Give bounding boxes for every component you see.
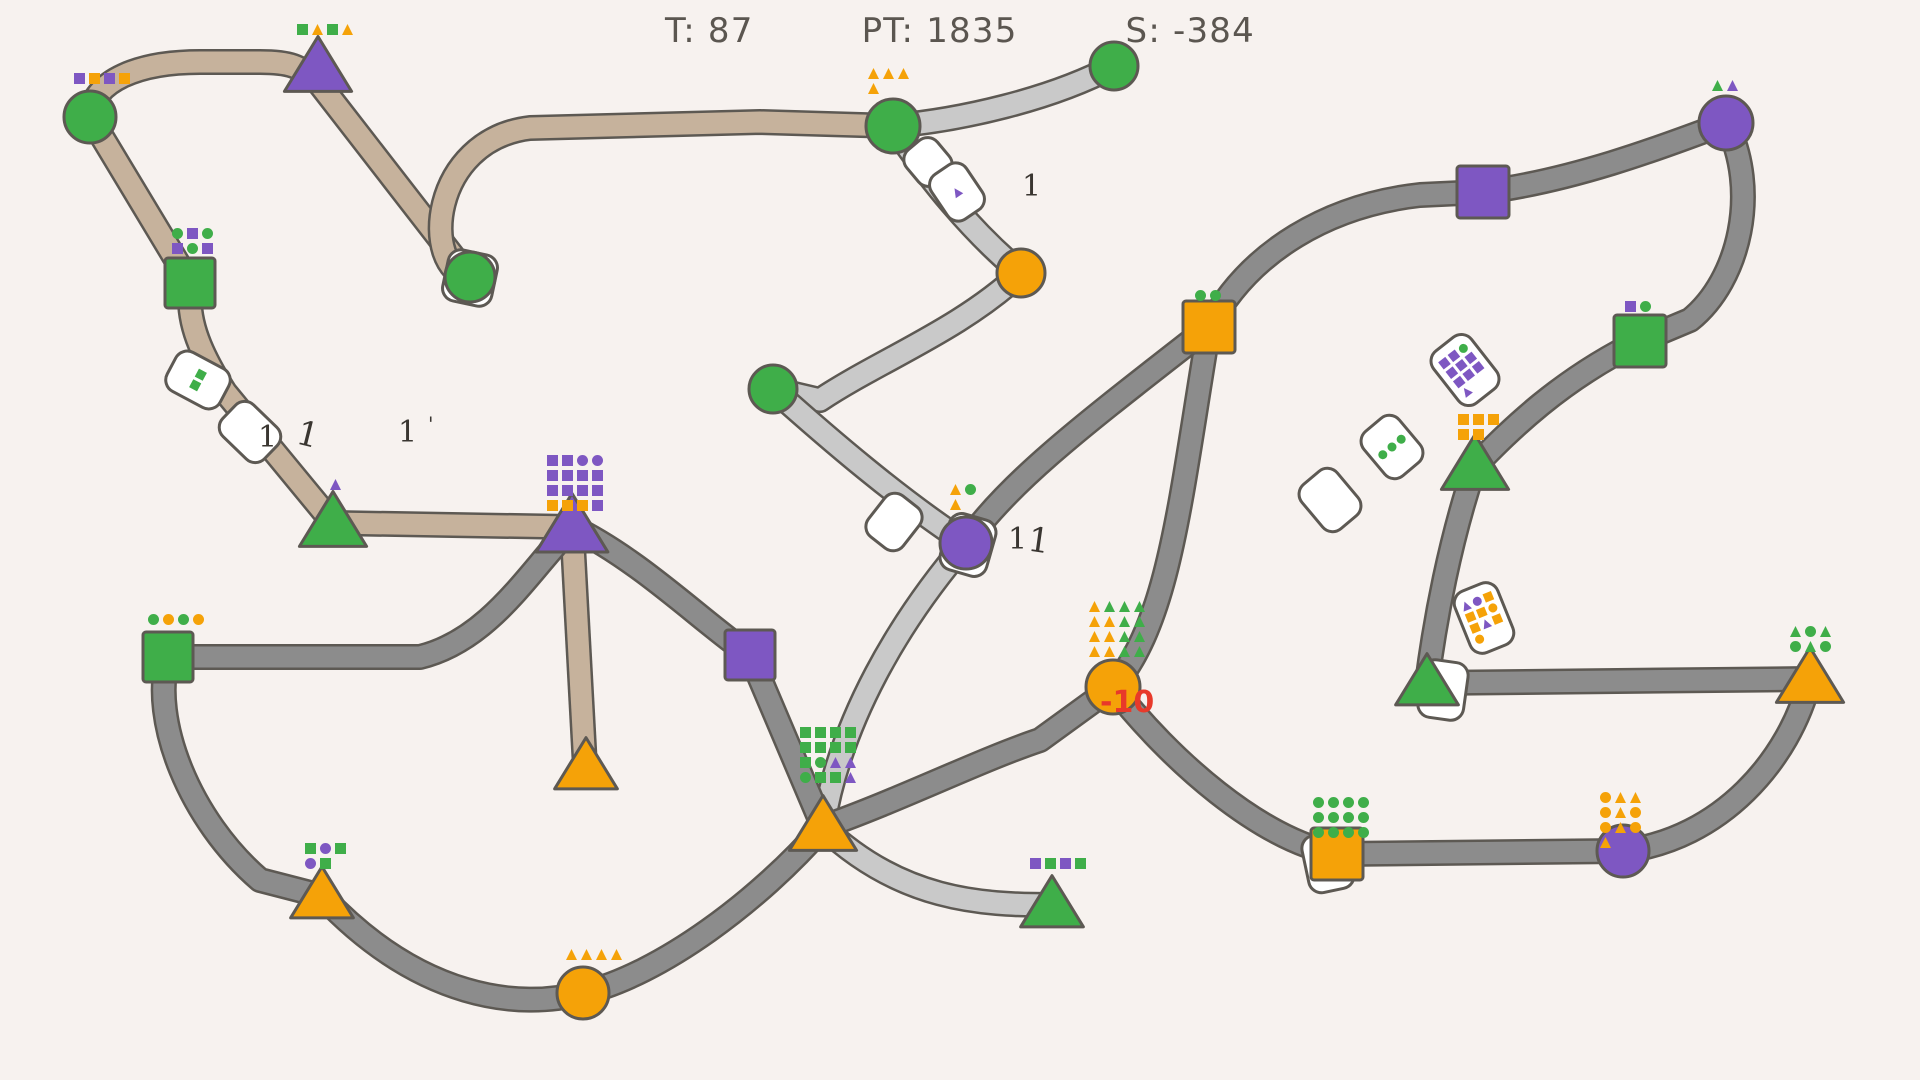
station-green-circle-loop-left[interactable] xyxy=(443,250,497,304)
ghost-glyph-4: ' xyxy=(428,412,434,436)
lg-line-down[interactable] xyxy=(810,534,976,830)
queue-purple-circle-bot-right xyxy=(1600,792,1641,848)
tan-line-spur[interactable] xyxy=(559,526,598,768)
queue-green-square-lower-left xyxy=(148,614,204,625)
tan-line-west[interactable] xyxy=(78,110,344,532)
train-darkgray-tail[interactable] xyxy=(1294,463,1367,537)
ghost-glyph-1: 1 xyxy=(258,420,278,455)
dg-line-right-horizontal[interactable] xyxy=(1426,666,1811,696)
station-green-triangle-mid-left[interactable] xyxy=(297,490,369,548)
queue-green-square-right xyxy=(1625,301,1651,312)
train-darkgray-right-lower[interactable] xyxy=(1450,579,1517,657)
dg-line-top-right[interactable] xyxy=(1481,110,1731,205)
stations-layer[interactable] xyxy=(62,35,1846,1021)
dg-line-east[interactable] xyxy=(818,324,1222,840)
tan-line-south[interactable] xyxy=(332,510,573,540)
ghost-glyph-3: 1 xyxy=(398,415,418,450)
queue-green-square-upper-left xyxy=(172,228,213,254)
queue-orange-square-bot-right xyxy=(1313,797,1369,838)
train-tan-lower[interactable] xyxy=(214,396,286,468)
queue-purple-circle-top-right xyxy=(1712,80,1738,91)
queue-green-triangle-right xyxy=(1458,414,1499,440)
queue-green-triangle-bot-center xyxy=(1030,858,1086,869)
queue-orange-triangle-bot-left xyxy=(305,843,346,869)
dg-line-to-purple-sq[interactable] xyxy=(1197,179,1484,334)
score-penalty-indicator: -10 xyxy=(1100,685,1154,720)
queue-purple-triangle-top-left xyxy=(297,24,353,35)
station-purple-triangle-center[interactable] xyxy=(534,491,610,554)
station-orange-square-mid-right[interactable] xyxy=(1181,299,1237,355)
station-green-circle-far-left[interactable] xyxy=(62,89,118,145)
station-green-triangle-lower-rt[interactable] xyxy=(1394,652,1460,707)
station-orange-triangle-under-pt[interactable] xyxy=(553,736,619,791)
station-orange-square-bot-right[interactable] xyxy=(1309,826,1365,882)
station-orange-triangle-far-rt[interactable] xyxy=(1774,646,1846,704)
dg-line-right-descend[interactable] xyxy=(1465,117,1756,476)
station-green-triangle-bot-center[interactable] xyxy=(1019,874,1085,929)
station-purple-triangle-top-left[interactable] xyxy=(282,35,354,93)
queue-green-circle-far-left xyxy=(74,73,130,84)
train-darkgray-loaded[interactable] xyxy=(1426,329,1504,411)
station-orange-circle-bottom[interactable] xyxy=(555,965,611,1021)
lg-line-top[interactable] xyxy=(891,54,1121,139)
station-green-circle-top-center[interactable] xyxy=(864,97,922,155)
dg-line-left-arm[interactable] xyxy=(168,517,582,670)
train-lightgray-c[interactable] xyxy=(861,488,928,556)
dg-line-purple-int[interactable] xyxy=(955,316,1218,551)
train-tan-upper[interactable] xyxy=(161,346,235,413)
queue-orange-square-mid-right xyxy=(1195,290,1221,301)
queue-orange-circle-bottom xyxy=(566,949,622,960)
train-darkgray-mid[interactable] xyxy=(1356,410,1429,484)
queue-orange-circle-crowded xyxy=(1089,601,1145,657)
train-lightgray-b[interactable] xyxy=(924,158,989,226)
ghost-glyph-5: 1 xyxy=(1008,522,1028,557)
station-green-circle-top-right[interactable] xyxy=(1088,40,1140,92)
station-purple-square-center[interactable] xyxy=(723,628,777,682)
queue-orange-triangle-junction xyxy=(800,727,856,783)
station-purple-circle-top-right[interactable] xyxy=(1697,94,1755,152)
tan-line-main[interactable] xyxy=(77,49,481,286)
station-orange-triangle-bot-left[interactable] xyxy=(289,865,355,920)
station-orange-circle-upper-mid[interactable] xyxy=(995,247,1047,299)
tan-line-loop[interactable] xyxy=(427,109,894,291)
station-orange-triangle-junction[interactable] xyxy=(787,794,859,852)
dg-line-westloop[interactable] xyxy=(150,653,833,1013)
station-purple-circle-interchange[interactable] xyxy=(938,515,994,571)
station-green-triangle-right[interactable] xyxy=(1439,433,1511,491)
lg-line-mid[interactable] xyxy=(770,263,1030,413)
queue-green-triangle-mid-left xyxy=(330,479,341,490)
lg-line-bottom[interactable] xyxy=(814,817,1053,918)
station-green-square-right[interactable] xyxy=(1612,313,1668,369)
station-purple-square-top-right[interactable] xyxy=(1455,164,1511,220)
queue-orange-triangle-far-rt xyxy=(1790,626,1831,652)
station-green-square-lower-left[interactable] xyxy=(141,630,195,684)
lg-line-to-interchange[interactable] xyxy=(764,379,974,554)
queue-purple-circle-interchange xyxy=(950,484,976,510)
ghost-glyph-0: 1 xyxy=(1022,169,1042,204)
queue-purple-triangle-center xyxy=(547,455,603,511)
station-purple-circle-bot-right[interactable] xyxy=(1595,823,1651,879)
dg-line-right-spur[interactable] xyxy=(1414,461,1488,685)
penalty-layer: -10 xyxy=(1100,685,1154,720)
queue-green-circle-top-center xyxy=(868,68,909,94)
station-orange-circle-crowded[interactable] xyxy=(1084,658,1142,716)
station-green-circle-mid-left-lg[interactable] xyxy=(747,363,799,415)
station-green-square-upper-left[interactable] xyxy=(163,256,217,310)
passenger-queues-layer xyxy=(74,24,1831,960)
